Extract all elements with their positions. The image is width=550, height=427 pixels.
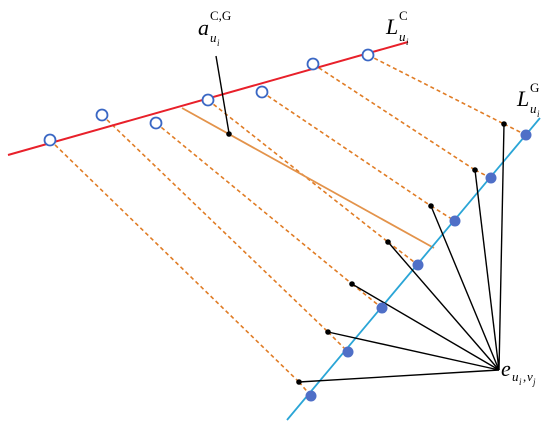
dashed-tail-3 <box>351 283 383 309</box>
hollow-point-1 <box>43 133 57 147</box>
hollow-point-6 <box>306 57 320 71</box>
a-leader-line <box>215 55 230 134</box>
label-e-sub1: u <box>512 369 519 384</box>
dashed-tail-4 <box>387 241 419 266</box>
label-LG-main: L <box>516 86 529 111</box>
dashed-line-4 <box>207 99 389 243</box>
filled-point-4 <box>412 259 424 271</box>
label-e-comma: , <box>523 369 526 384</box>
label-e-main: e <box>501 356 511 381</box>
label-LC: L C u i <box>385 8 409 47</box>
black-line-3 <box>351 283 500 371</box>
black-dot-6 <box>472 167 478 173</box>
black-line-6 <box>474 169 500 371</box>
black-line-5 <box>430 205 500 371</box>
label-LC-subsub: i <box>406 37 409 47</box>
label-LC-sup: C <box>399 8 408 23</box>
filled-point-5 <box>449 215 461 227</box>
label-a-main: a <box>198 15 209 40</box>
black-line-7 <box>498 123 505 371</box>
black-dot-2 <box>325 329 331 335</box>
dashed-projection-lines <box>49 54 527 397</box>
hollow-point-4 <box>201 93 215 107</box>
black-dot-5 <box>428 203 434 209</box>
filled-point-6 <box>485 172 497 184</box>
black-line-4 <box>387 241 500 371</box>
label-LG: L G u i <box>516 80 540 119</box>
hollow-point-7 <box>361 48 375 62</box>
dashed-line-3 <box>155 122 353 285</box>
label-LG-subsub: i <box>537 109 540 119</box>
label-e-subsub2: j <box>532 377 536 387</box>
dashed-line-1 <box>49 139 300 383</box>
label-a-sup: C,G <box>210 8 231 23</box>
black-dot-a <box>226 131 232 137</box>
filled-point-3 <box>376 302 388 314</box>
label-a-cg: a C,G u i <box>198 8 231 48</box>
filled-point-7 <box>520 129 532 141</box>
label-LG-sub: u <box>530 101 537 116</box>
dashed-line-6 <box>312 63 476 171</box>
solid-orange-line <box>181 107 435 249</box>
black-dot-1 <box>296 379 302 385</box>
hollow-point-3 <box>149 116 163 130</box>
label-LC-main: L <box>385 14 398 39</box>
label-a-sub: u <box>210 30 217 45</box>
line-LG <box>286 117 541 421</box>
dashed-line-5 <box>261 91 432 207</box>
label-e: e u i , v j <box>501 356 536 387</box>
label-LC-sub: u <box>399 29 406 44</box>
black-line-2 <box>327 331 500 371</box>
filled-point-2 <box>342 346 354 358</box>
black-line-1 <box>298 369 500 383</box>
solid-black-lines <box>215 55 505 383</box>
label-a-subsub: i <box>217 38 220 48</box>
hollow-points <box>43 48 375 147</box>
filled-points <box>305 129 532 402</box>
label-e-subsub1: i <box>519 377 522 387</box>
filled-point-1 <box>305 390 317 402</box>
hollow-point-2 <box>95 108 109 122</box>
dashed-line-2 <box>101 114 329 333</box>
black-dot-4 <box>385 239 391 245</box>
black-dot-3 <box>349 281 355 287</box>
dashed-line-7 <box>367 54 505 125</box>
label-e-sub2: v <box>527 369 533 384</box>
black-dot-7 <box>501 121 507 127</box>
hollow-point-5 <box>255 85 269 99</box>
black-dots <box>226 121 507 385</box>
label-LG-sup: G <box>530 80 539 95</box>
